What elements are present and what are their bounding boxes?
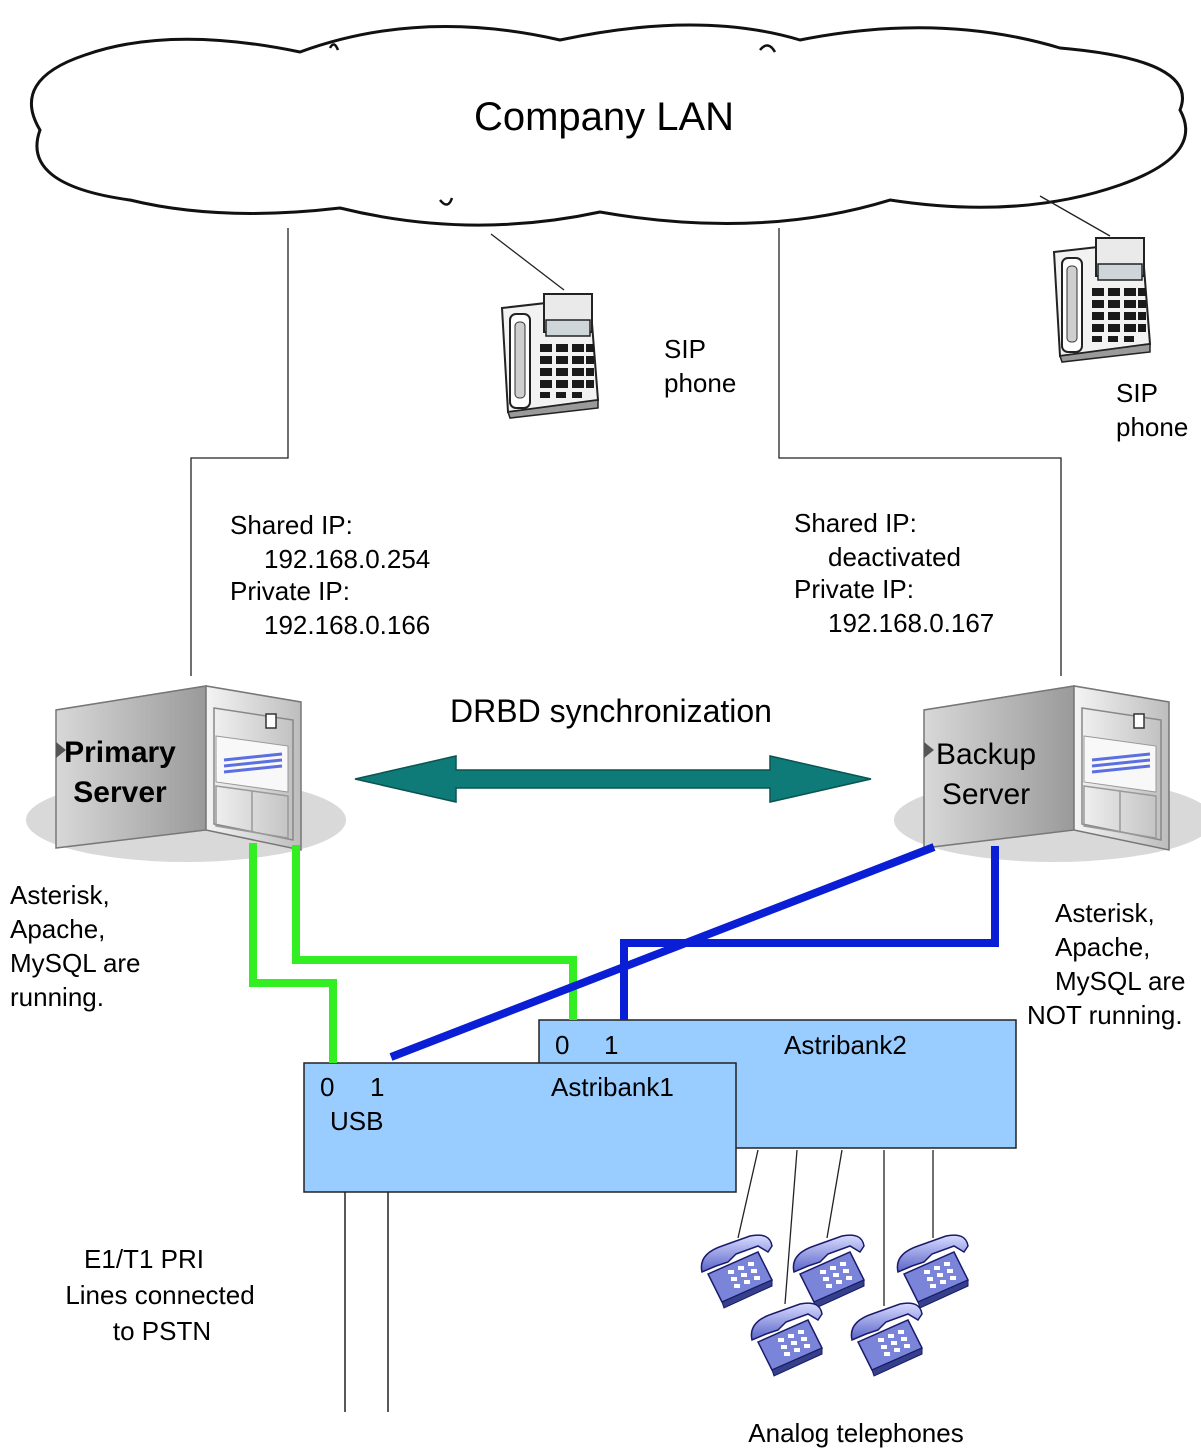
primary-status-line: Apache, xyxy=(10,914,105,944)
sip-phone-1: SIP phone xyxy=(501,293,736,419)
analog-telephones: Analog telephones xyxy=(700,1234,969,1448)
pstn-lines xyxy=(344,1192,389,1412)
primary-status-line: running. xyxy=(10,982,104,1012)
backup-status-line: Apache, xyxy=(1055,932,1150,962)
primary-ip-line: 192.168.0.166 xyxy=(264,610,430,640)
analog-phone-icon xyxy=(792,1234,865,1309)
primary-status: Asterisk, Apache, MySQL are running. xyxy=(10,880,141,1012)
sip-phone-1-label-b: phone xyxy=(664,368,736,398)
backup-status: Asterisk, Apache, MySQL are NOT running. xyxy=(1027,898,1186,1030)
astribank1-port1: 1 xyxy=(370,1072,384,1102)
green-usb-cables xyxy=(249,843,577,1063)
sip-phone-2-label-a: SIP xyxy=(1116,378,1158,408)
backup-status-line: NOT running. xyxy=(1027,1000,1183,1030)
backup-ip-line: 192.168.0.167 xyxy=(828,608,994,638)
primary-ip-line: 192.168.0.254 xyxy=(264,544,430,574)
analog-phone-wires xyxy=(737,1149,934,1306)
pstn-label-line: E1/T1 PRI xyxy=(84,1244,204,1274)
sip-phone-2: SIP phone xyxy=(1053,237,1188,442)
backup-ip-line: Shared IP: xyxy=(794,508,917,538)
primary-ip-line: Private IP: xyxy=(230,576,350,606)
sip-phone-icon xyxy=(501,293,599,419)
primary-server: Primary Server xyxy=(24,684,348,872)
astribank1-box xyxy=(303,1062,737,1193)
primary-ip-line: Shared IP: xyxy=(230,510,353,540)
backup-server: Backup Server xyxy=(892,684,1201,872)
astribank2-title: Astribank2 xyxy=(784,1030,907,1060)
sip-phone-2-label-b: phone xyxy=(1116,412,1188,442)
server-icon xyxy=(892,684,1201,872)
backup-status-line: MySQL are xyxy=(1055,966,1186,996)
drbd-sync: DRBD synchronization xyxy=(354,693,872,803)
analog-phone-icon xyxy=(750,1302,823,1377)
pstn-label-line: to PSTN xyxy=(113,1316,211,1346)
analog-phone-icon xyxy=(896,1234,969,1309)
primary-ip-info: Shared IP: 192.168.0.254 Private IP: 192… xyxy=(230,510,430,640)
primary-server-label-b: Server xyxy=(73,776,167,809)
analog-telephones-label: Analog telephones xyxy=(748,1418,963,1448)
company-lan-cloud: Company LAN xyxy=(29,23,1188,227)
analog-phone-icon xyxy=(850,1302,923,1377)
pstn-label: E1/T1 PRI Lines connected to PSTN xyxy=(65,1244,254,1346)
lan-wires xyxy=(190,195,1111,676)
astribank2-port1: 1 xyxy=(604,1030,618,1060)
astribank1-port0: 0 xyxy=(320,1072,334,1102)
double-arrow-icon xyxy=(354,755,872,803)
backup-ip-info: Shared IP: deactivated Private IP: 192.1… xyxy=(794,508,994,638)
sip-phone-1-label-a: SIP xyxy=(664,334,706,364)
astribank2-port0: 0 xyxy=(555,1030,569,1060)
primary-status-line: MySQL are xyxy=(10,948,141,978)
backup-ip-line: deactivated xyxy=(828,542,961,572)
backup-server-label-b: Server xyxy=(942,778,1030,811)
blue-usb-cables xyxy=(389,843,999,1061)
primary-status-line: Asterisk, xyxy=(10,880,110,910)
astribank1: 0 1 USB Astribank1 xyxy=(303,1062,737,1193)
backup-server-label-a: Backup xyxy=(936,738,1036,771)
analog-phone-icon xyxy=(700,1234,773,1309)
backup-ip-line: Private IP: xyxy=(794,574,914,604)
astribank1-title: Astribank1 xyxy=(551,1072,674,1102)
primary-server-label-a: Primary xyxy=(64,736,176,769)
cloud-label: Company LAN xyxy=(474,95,734,139)
sip-phone-icon xyxy=(1053,237,1151,363)
drbd-sync-label: DRBD synchronization xyxy=(450,693,772,729)
astribank1-usb: USB xyxy=(330,1106,383,1136)
backup-status-line: Asterisk, xyxy=(1055,898,1155,928)
pstn-label-line: Lines connected xyxy=(65,1280,254,1310)
